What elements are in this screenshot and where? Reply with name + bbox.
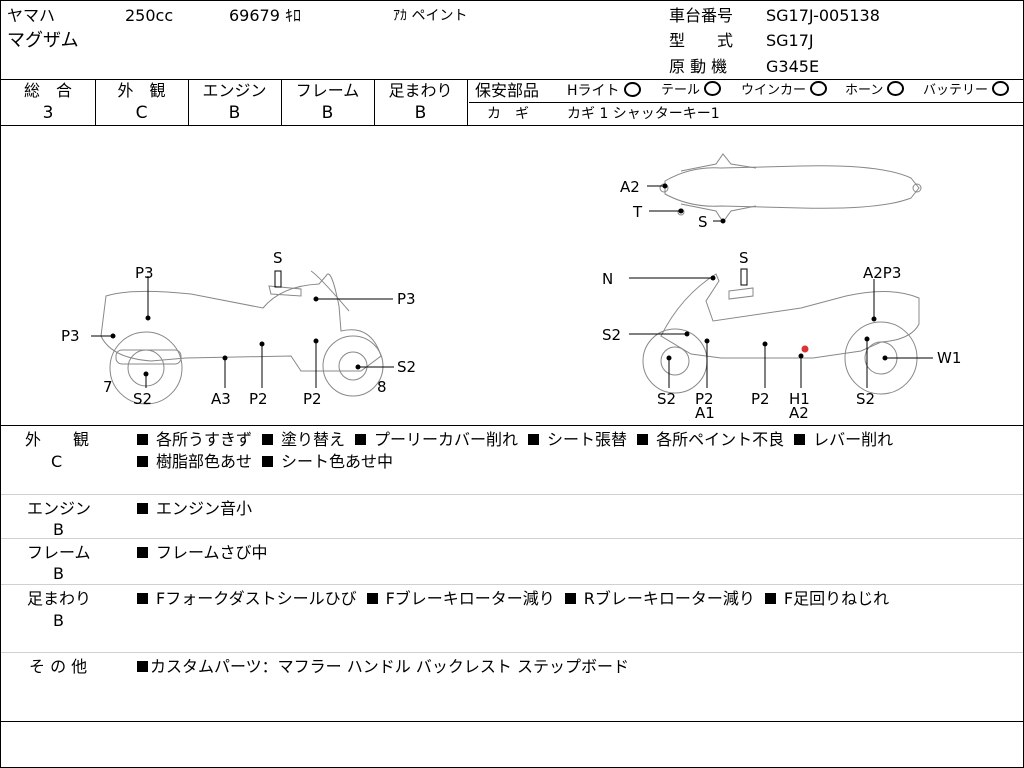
scooter-right-view: [642, 268, 920, 395]
safety-parts-label: 保安部品: [475, 81, 540, 100]
rating-label: 総 合: [23, 81, 72, 100]
label-right-s: S: [739, 249, 749, 267]
rating-label: 外 観: [117, 81, 166, 100]
label-right-p2-a: P2: [695, 390, 714, 408]
bullet-icon: [137, 434, 148, 445]
bullet-icon: [528, 434, 540, 445]
bullet-icon: [137, 547, 148, 558]
bullet-icon: [262, 434, 274, 445]
ok-circle-icon: [704, 81, 722, 96]
label-right-s2-b: S2: [657, 390, 676, 408]
rating-value: B: [321, 103, 334, 123]
ok-circle-icon: [992, 81, 1010, 96]
ok-circle-icon: [623, 82, 641, 97]
model-name: マグザム: [7, 30, 79, 51]
engine-code-value: G345E: [766, 57, 820, 76]
label-left-8: 8: [377, 378, 387, 396]
label-left-p3-c: P3: [61, 327, 80, 345]
label-right-s2-c: S2: [856, 390, 875, 408]
label-right-a2p3: A2P3: [863, 264, 901, 282]
type-value: SG17J: [766, 31, 814, 50]
rating-label: フレーム: [295, 81, 360, 100]
key-label: カ ギ: [487, 106, 529, 122]
label-top-t: T: [632, 203, 643, 221]
scooter-top-view: [659, 153, 922, 223]
label-left-p3-a: P3: [135, 264, 154, 282]
safety-item-headlight: Hライト: [567, 81, 641, 101]
bullet-icon: [262, 456, 274, 467]
maker: ヤマハ: [7, 6, 56, 25]
bullet-icon: [794, 434, 806, 445]
bullet-icon: [366, 593, 378, 604]
label-left-7: 7: [103, 378, 113, 396]
safety-item-tail: テール: [661, 81, 722, 101]
label-right-s2-a: S2: [602, 326, 621, 344]
label-left-p2-b: P2: [303, 390, 322, 408]
frame-number-value: SG17J-005138: [766, 6, 880, 25]
remark-grade: B: [53, 611, 64, 630]
remark-label: 外 観: [25, 430, 90, 449]
frame-number-label: 車台番号: [669, 6, 734, 25]
rating-label: 足まわり: [388, 81, 453, 100]
type-label: 型 式: [669, 31, 734, 50]
remark-line: カスタムパーツ：マフラー ハンドル バックレスト ステップボード: [137, 655, 639, 678]
bullet-icon: [764, 593, 776, 604]
remark-label: エンジン: [27, 499, 92, 518]
remark-label: 足まわり: [27, 589, 92, 608]
rating-label: エンジン: [202, 81, 267, 100]
scooter-left-view: [100, 270, 384, 405]
damage-diagram: P3 S P3 P3 S2 7 S2 A3 P2 P2 8 N S A2P3 S…: [61, 153, 961, 422]
label-right-n: N: [602, 270, 613, 288]
safety-item-battery: バッテリー: [923, 81, 1010, 101]
remark-line: エンジン音小: [137, 497, 262, 520]
bullet-icon: [137, 503, 148, 514]
bullet-icon: [564, 593, 576, 604]
remark-grade: B: [53, 520, 64, 539]
label-top-s: S: [698, 213, 708, 231]
remark-line: フレームさび中: [137, 541, 278, 564]
label-right-p2-b: P2: [751, 390, 770, 408]
bullet-icon: [137, 661, 148, 672]
key-value: カギ 1 シャッターキー1: [567, 106, 720, 122]
remark-label: そ の 他: [29, 657, 88, 676]
rating-value: 3: [42, 103, 54, 123]
label-left-s2-a: S2: [397, 358, 416, 376]
label-left-a3: A3: [211, 390, 231, 408]
rating-value: B: [414, 103, 427, 123]
rating-value: C: [135, 103, 148, 123]
safety-item-horn: ホーン: [845, 81, 905, 101]
rating-value: B: [228, 103, 241, 123]
label-right-a1: A1: [695, 404, 715, 422]
remark-label: フレーム: [27, 543, 91, 562]
label-left-s: S: [273, 249, 283, 267]
label-top-a2: A2: [620, 178, 640, 196]
bullet-icon: [355, 434, 367, 445]
color: ｱｶ ペイント: [393, 8, 468, 24]
label-right-h1: H1: [789, 390, 810, 408]
remark-grade: B: [53, 564, 64, 583]
mileage: 69679 ｷﾛ: [229, 6, 301, 25]
ok-circle-icon: [810, 81, 828, 96]
remark-grade: C: [51, 452, 63, 471]
safety-item-winker: ウインカー: [741, 81, 828, 101]
remark-line: 樹脂部色あせシート色あせ中: [137, 450, 403, 473]
bullet-icon: [637, 434, 649, 445]
ok-circle-icon: [887, 81, 905, 96]
remark-line: 各所うすきず塗り替えプーリーカバー削れシート張替各所ペイント不良レバー削れ: [137, 428, 903, 451]
label-left-p2-a: P2: [249, 390, 268, 408]
bullet-icon: [137, 456, 148, 467]
bullet-icon: [137, 593, 148, 604]
label-right-a2: A2: [789, 404, 809, 422]
label-left-p3-b: P3: [397, 290, 416, 308]
label-right-w1: W1: [937, 349, 961, 367]
label-left-s2-b: S2: [133, 390, 152, 408]
engine-code-label: 原 動 機: [669, 57, 728, 76]
displacement: 250cc: [125, 6, 174, 25]
